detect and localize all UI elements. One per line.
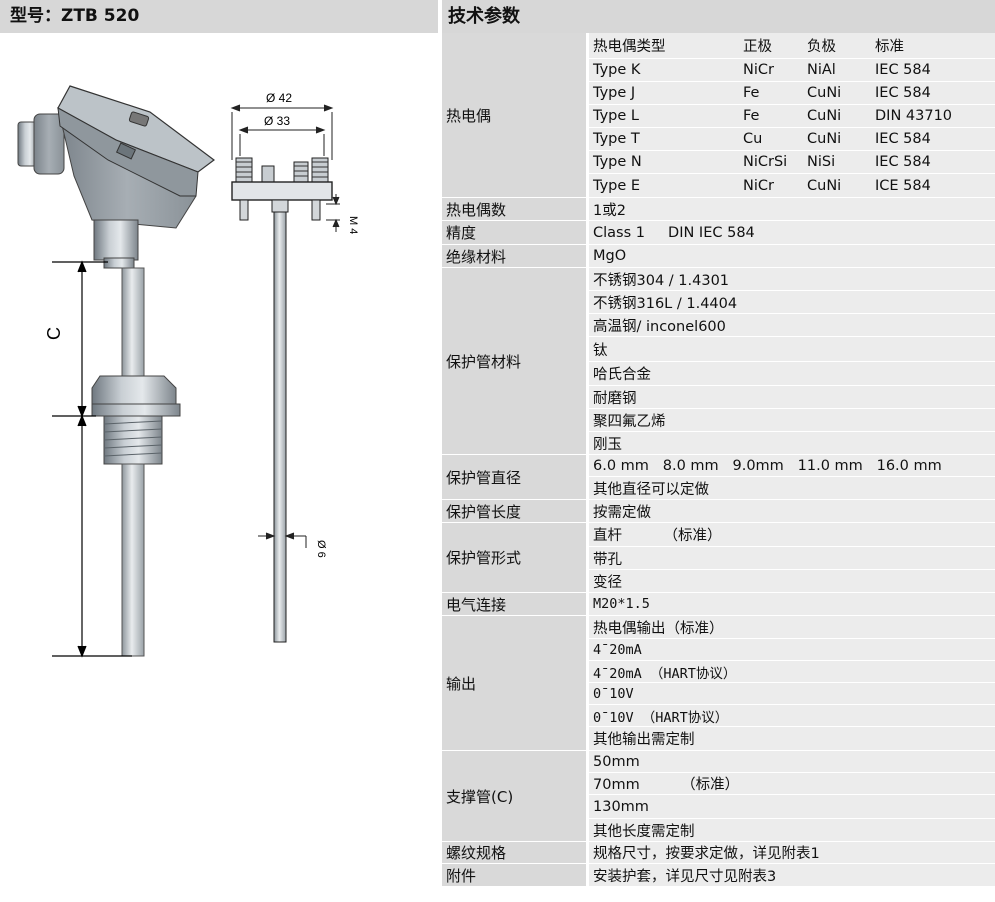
accuracy-label: 精度	[442, 221, 586, 245]
list-item: 0¯10V （HART协议）	[586, 705, 995, 727]
tube-length-label: 保护管长度	[442, 500, 586, 523]
support-tube	[121, 267, 145, 377]
dimension-c	[52, 260, 132, 658]
list-item: 其他长度需定制	[586, 819, 995, 842]
tc-negative: NiSi	[807, 154, 836, 170]
tc-positive: NiCr	[743, 62, 774, 78]
list-item: 不锈钢304 / 1.4301	[586, 268, 995, 291]
electrical-value: M20*1.5	[586, 593, 995, 616]
list-item: 变径	[586, 570, 995, 593]
tube-material-label: 保护管材料	[442, 268, 586, 455]
tc-type: Type J	[593, 85, 636, 101]
accessory-label: 附件	[442, 864, 586, 887]
list-item: 4¯20mA （HART协议）	[586, 661, 995, 683]
tube-form-label: 保护管形式	[442, 523, 586, 593]
table-row: Type L Fe CuNi DIN 43710	[586, 105, 995, 128]
thermocouple-header-row: 热电偶类型 正极 负极 标准	[586, 33, 995, 59]
tc-negative: CuNi	[807, 131, 842, 147]
insulation-label: 绝缘材料	[442, 245, 586, 268]
list-item: 热电偶输出（标准）	[586, 616, 995, 639]
table-row: Type K NiCr NiAl IEC 584	[586, 59, 995, 82]
list-item: 哈氏合金	[586, 362, 995, 386]
tech-params-header: 技术参数	[442, 0, 995, 33]
tc-negative: CuNi	[807, 177, 842, 194]
tc-positive: Fe	[743, 85, 760, 101]
dimension-m4: M 4	[347, 216, 359, 234]
elevation-drawing	[230, 104, 340, 643]
th-negative: 负极	[807, 39, 836, 55]
list-item: 耐磨钢	[586, 386, 995, 409]
tube-length-value: 按需定做	[586, 500, 995, 523]
tc-positive: Cu	[743, 131, 763, 147]
list-item: 0¯10V	[586, 683, 995, 705]
list-item: 高温钢/ inconel600	[586, 314, 995, 337]
tc-positive: Fe	[743, 108, 760, 124]
tc-negative: CuNi	[807, 85, 842, 101]
tc-positive: NiCr	[743, 177, 774, 194]
tc-standard: IEC 584	[875, 62, 931, 78]
dimension-phi33: Ø 33	[264, 114, 290, 128]
dimension-phi42: Ø 42	[266, 91, 292, 105]
tc-negative: NiAl	[807, 62, 836, 78]
tc-type: Type N	[593, 154, 642, 170]
list-item: 6.0 mm 8.0 mm 9.0mm 11.0 mm 16.0 mm	[586, 455, 995, 477]
list-item: 50mm	[586, 751, 995, 773]
model-header: 型号：ZTB 520	[0, 0, 438, 33]
list-item: 130mm	[586, 795, 995, 819]
thread-value: 规格尺寸，按要求定做，详见附表1	[586, 842, 995, 864]
dimension-phi6: Ø 6	[315, 540, 327, 558]
tube-diameter-label: 保护管直径	[442, 455, 586, 500]
spec-table: 热电偶 热电偶类型 正极 负极 标准 Type K NiCr NiAl IEC …	[442, 33, 995, 887]
tc-count-value: 1或2	[586, 198, 995, 221]
support-tube-label: 支撑管(C)	[442, 751, 586, 842]
drawing-svg: C Ø 42 Ø 33 M 4 Ø	[17, 85, 359, 658]
dimension-c-label: C	[44, 327, 64, 340]
tc-type: Type E	[593, 177, 641, 194]
electrical-label: 电气连接	[442, 593, 586, 616]
spec-table-container: 热电偶 热电偶类型 正极 负极 标准 Type K NiCr NiAl IEC …	[442, 33, 995, 887]
output-label: 输出	[442, 616, 586, 751]
list-item: 刚玉	[586, 432, 995, 455]
table-row: Type E NiCr CuNi ICE 584	[586, 174, 995, 198]
list-item: 70mm （标准）	[586, 773, 995, 795]
list-item: 4¯20mA	[586, 639, 995, 661]
tc-count-label: 热电偶数	[442, 198, 586, 221]
tc-positive: NiCrSi	[743, 154, 788, 170]
list-item: 带孔	[586, 547, 995, 570]
tc-type: Type K	[593, 62, 641, 78]
hex-fitting	[91, 375, 181, 465]
accuracy-value: Class 1 DIN IEC 584	[586, 221, 995, 245]
list-item: 聚四氟乙烯	[586, 409, 995, 432]
list-item: 其他直径可以定做	[586, 477, 995, 500]
tc-standard: IEC 584	[875, 85, 931, 101]
th-standard: 标准	[875, 39, 904, 55]
table-row: Type J Fe CuNi IEC 584	[586, 82, 995, 105]
junction-box	[17, 85, 215, 269]
thermocouple-label: 热电偶	[442, 33, 586, 198]
protection-tube	[121, 463, 145, 657]
table-row: Type N NiCrSi NiSi IEC 584	[586, 151, 995, 174]
tc-type: Type L	[593, 108, 639, 124]
thread-label: 螺纹规格	[442, 842, 586, 864]
table-row: Type T Cu CuNi IEC 584	[586, 128, 995, 151]
tc-type: Type T	[593, 131, 640, 147]
th-positive: 正极	[743, 39, 772, 55]
tc-standard: IEC 584	[875, 131, 931, 147]
tc-standard: DIN 43710	[875, 108, 953, 124]
list-item: 直杆 （标准）	[586, 523, 995, 547]
accessory-value: 安装护套，详见尺寸见附表3	[586, 864, 995, 887]
tc-standard: IEC 584	[875, 154, 931, 170]
list-item: 其他输出需定制	[586, 727, 995, 751]
thermocouple-drawing: C Ø 42 Ø 33 M 4 Ø	[0, 33, 438, 898]
tc-negative: CuNi	[807, 108, 842, 124]
list-item: 钛	[586, 337, 995, 362]
th-type: 热电偶类型	[593, 39, 666, 55]
tc-standard: ICE 584	[875, 177, 931, 194]
list-item: 不锈钢316L / 1.4404	[586, 291, 995, 314]
insulation-value: MgO	[586, 245, 995, 268]
